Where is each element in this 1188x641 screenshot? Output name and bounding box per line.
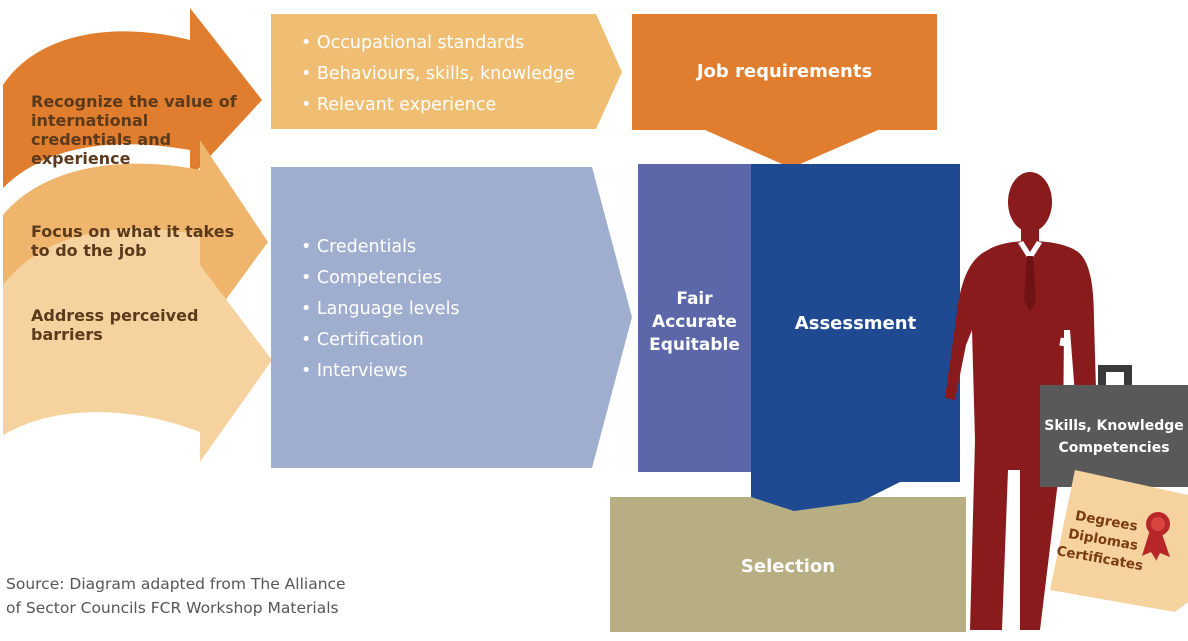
arrow-label-recognize: Recognize the value of international cre… <box>31 92 237 168</box>
person-silhouette <box>945 172 1096 630</box>
requirements-item: Behaviours, skills, knowledge <box>301 59 575 90</box>
necktie <box>1024 256 1036 312</box>
equitable-label: Equitable <box>649 335 740 355</box>
arrow-recognize-value <box>3 8 262 188</box>
evidence-item: Interviews <box>301 356 460 387</box>
source-line-1: Source: Diagram adapted from The Allianc… <box>6 575 346 593</box>
fair-label: Fair <box>676 289 713 309</box>
briefcase-line-competencies: Competencies <box>1058 440 1170 456</box>
arrow-address-barriers <box>3 228 272 462</box>
shirt-collar <box>1018 241 1042 262</box>
assessment-label: Assessment <box>794 313 917 334</box>
briefcase-handle <box>1098 365 1132 385</box>
evidence-list: Credentials Competencies Language levels… <box>301 232 460 387</box>
source-line-2: of Sector Councils FCR Workshop Material… <box>6 599 339 617</box>
requirements-item: Relevant experience <box>301 90 575 121</box>
evidence-item: Competencies <box>301 263 460 294</box>
fair-panel <box>638 164 751 472</box>
selection-label: Selection <box>740 556 836 577</box>
pocket-square <box>1059 337 1067 347</box>
evidence-item: Language levels <box>301 294 460 325</box>
evidence-item: Credentials <box>301 232 460 263</box>
job-requirements-shape <box>632 14 937 168</box>
job-requirements-label: Job requirements <box>696 61 873 82</box>
briefcase-labels: Skills, Knowledge Competencies <box>1040 415 1188 459</box>
selection-box <box>610 497 966 632</box>
certificate-paper <box>1050 470 1188 612</box>
briefcase-body <box>1040 385 1188 487</box>
arrow-label-barriers: Address perceived barriers <box>31 306 199 344</box>
source-note: Source: Diagram adapted from The Allianc… <box>6 572 346 620</box>
assessment-shape <box>751 164 960 511</box>
fair-labels: Fair Accurate Equitable <box>638 288 751 357</box>
evidence-item: Certification <box>301 325 460 356</box>
arrow-label-focus: Focus on what it takes to do the job <box>31 222 235 260</box>
accurate-label: Accurate <box>652 312 737 332</box>
requirements-list: Occupational standards Behaviours, skill… <box>301 28 575 121</box>
briefcase-line-skills: Skills, Knowledge <box>1044 418 1184 434</box>
ribbon-seal-icon <box>1142 512 1170 561</box>
requirements-item: Occupational standards <box>301 28 575 59</box>
